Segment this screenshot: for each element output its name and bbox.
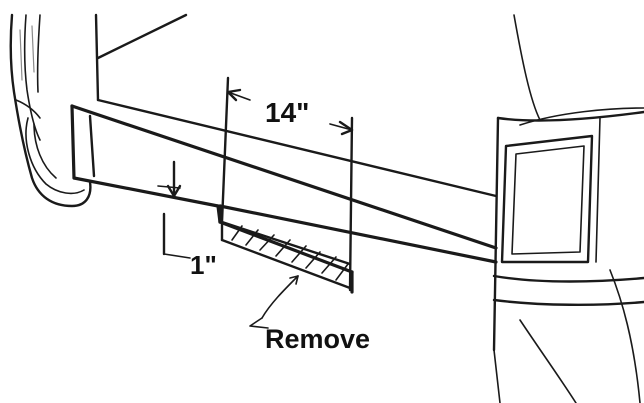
width-dimension <box>220 76 354 292</box>
vehicle-body <box>94 13 644 198</box>
right-fender <box>492 110 644 403</box>
remove-callout-label: Remove <box>265 324 370 354</box>
remove-callout-arrow <box>249 275 299 329</box>
width-dimension-label: 14" <box>265 97 309 128</box>
height-dimension-label: 1" <box>190 250 217 280</box>
left-fender <box>9 13 92 208</box>
cutout-hatch <box>220 220 352 290</box>
height-dimension <box>157 160 191 259</box>
